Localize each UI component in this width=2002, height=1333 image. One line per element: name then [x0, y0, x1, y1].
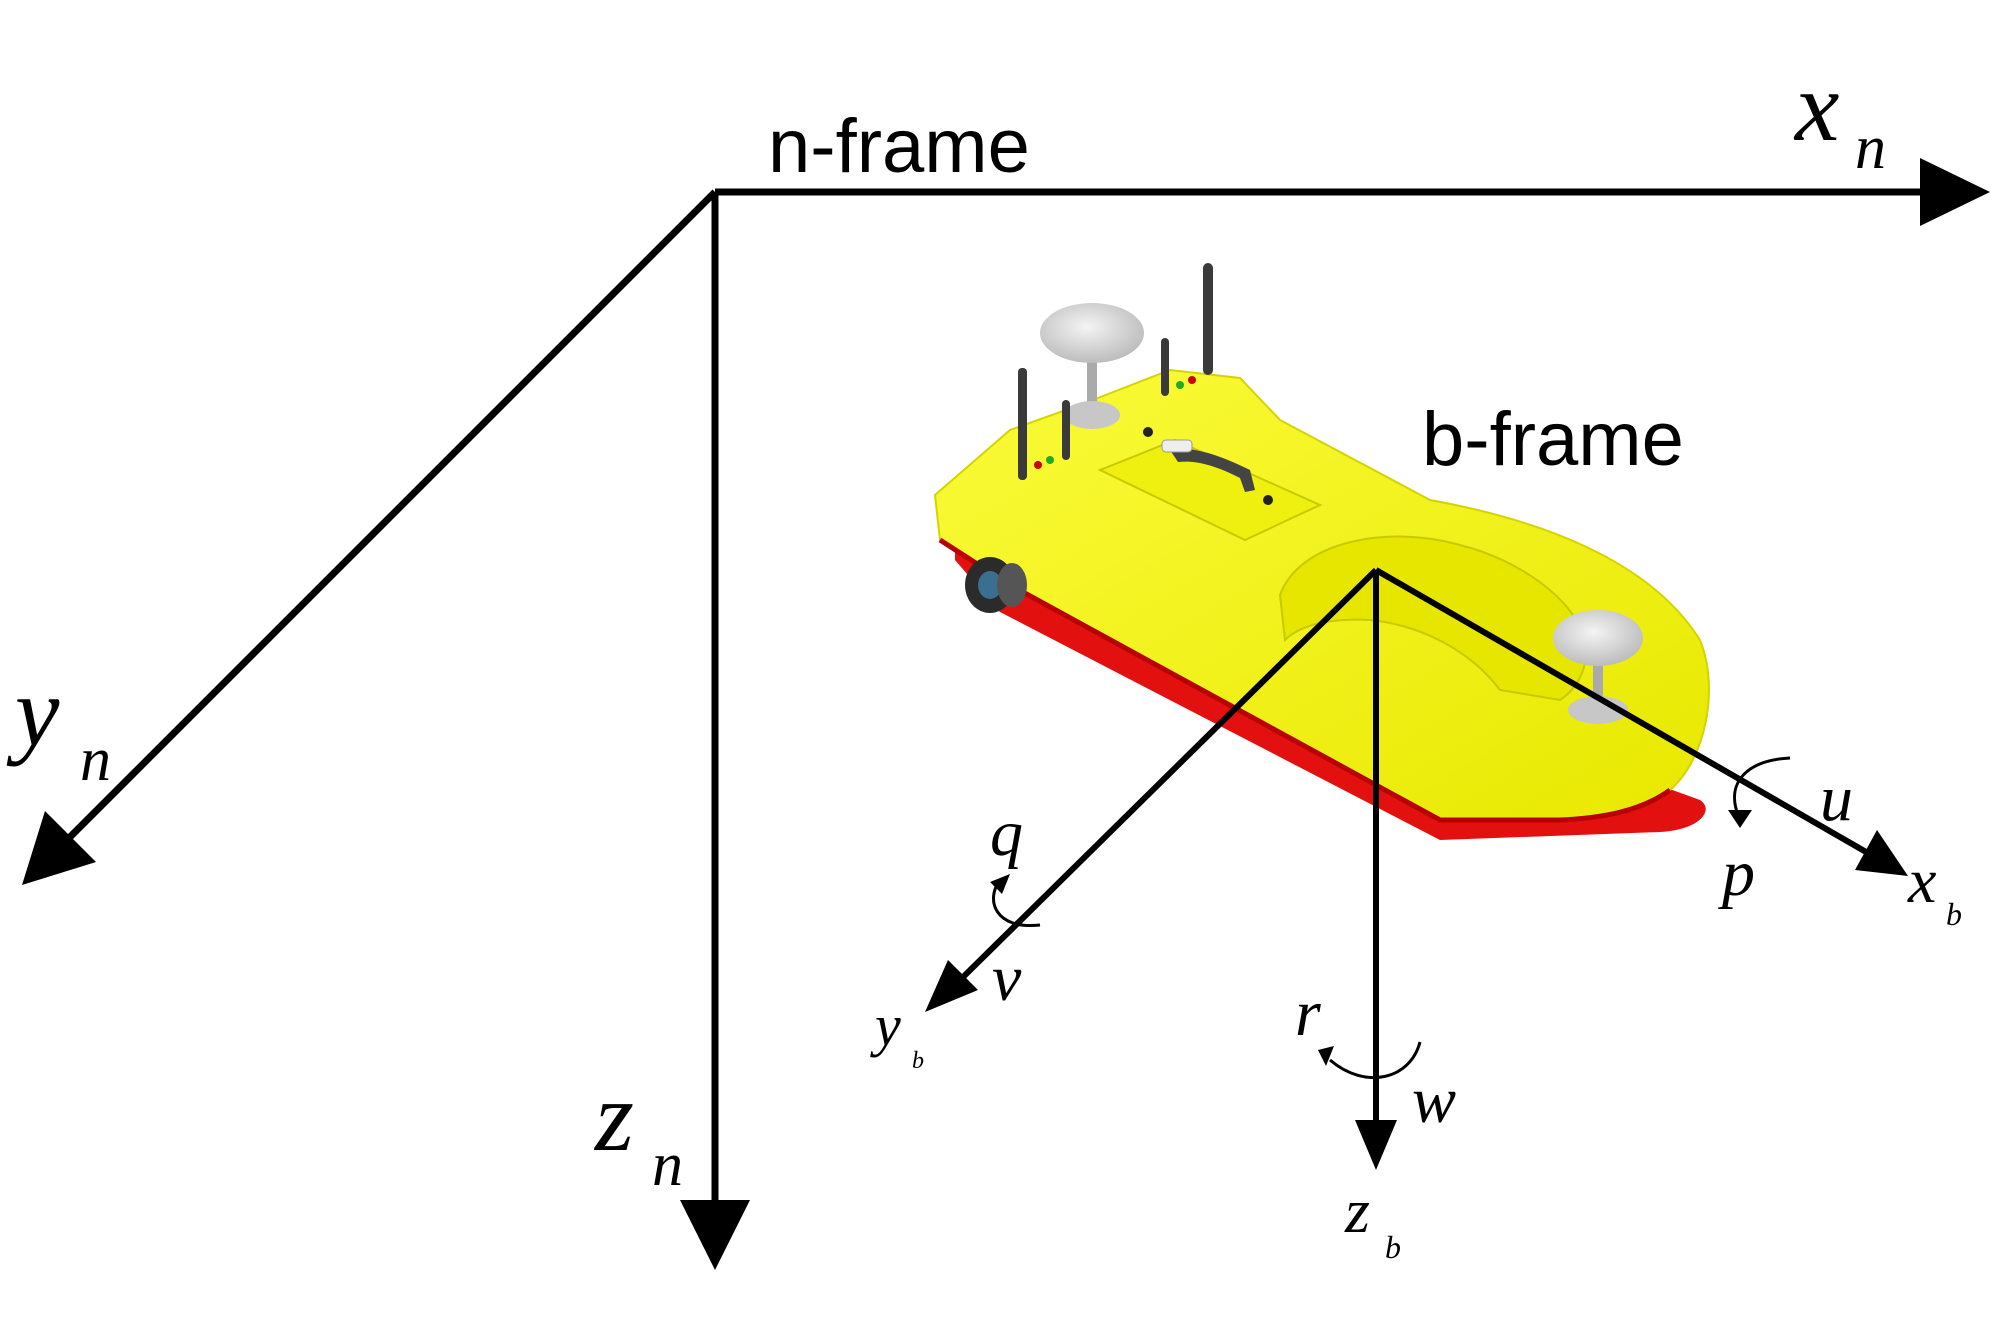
b-frame-x-subscript: b [1946, 896, 1962, 932]
thruster-icon [965, 557, 1027, 613]
n-frame-x-subscript: n [1855, 114, 1886, 182]
roll-arc [1733, 756, 1791, 816]
n-frame-y-arrowhead [22, 811, 96, 885]
n-frame-z-arrowhead [680, 1200, 750, 1270]
n-frame-z-symbol: z [593, 1061, 634, 1172]
yaw-arc [1329, 1041, 1422, 1080]
b-frame-x-axis [1374, 567, 1882, 863]
n-frame-z-subscript: n [652, 1131, 683, 1199]
b-frame-y-arrowhead [925, 960, 978, 1012]
yaw-rate-label: r [1295, 977, 1321, 1050]
surge-velocity-label: u [1820, 762, 1853, 835]
b-frame-y-subscript: b [912, 1048, 924, 1074]
n-frame-y-axis [59, 189, 718, 848]
dome-antenna-rear [1040, 303, 1144, 429]
roll-arc-arrowhead [1728, 810, 1752, 828]
whip-antennas [1018, 263, 1213, 480]
dome-antenna-front [1553, 610, 1643, 724]
b-frame-z-subscript: b [1385, 1229, 1401, 1265]
b-frame-z-arrowhead [1355, 1120, 1397, 1170]
n-frame-axes [59, 188, 1935, 1210]
sway-velocity-label: v [992, 942, 1022, 1015]
roll-rate-label: p [1718, 837, 1755, 910]
pitch-rate-label: q [990, 797, 1023, 870]
deck-hatch [1097, 438, 1323, 542]
n-frame-y-symbol: y [6, 656, 60, 767]
n-frame-x-arrowhead [1920, 158, 1990, 226]
b-frame-z-symbol: z [1344, 1175, 1370, 1246]
pitch-arc-arrowhead [990, 874, 1010, 894]
b-frame-y-symbol: y [870, 993, 901, 1058]
n-frame-label: n-frame [768, 104, 1030, 189]
b-frame-x-symbol: x [1907, 845, 1936, 916]
deck-handle [1170, 448, 1255, 492]
b-frame-label: b-frame [1422, 397, 1684, 482]
b-frame-x-arrowhead [1855, 830, 1908, 876]
n-frame-x-symbol: x [1793, 51, 1839, 162]
yaw-arc-arrowhead [1318, 1046, 1334, 1066]
b-frame-y-axis [952, 567, 1379, 988]
b-frame-axes [952, 567, 1882, 1125]
usv-boat-illustration [933, 263, 1710, 840]
n-frame-y-subscript: n [80, 726, 111, 794]
heave-velocity-label: w [1412, 1064, 1456, 1137]
